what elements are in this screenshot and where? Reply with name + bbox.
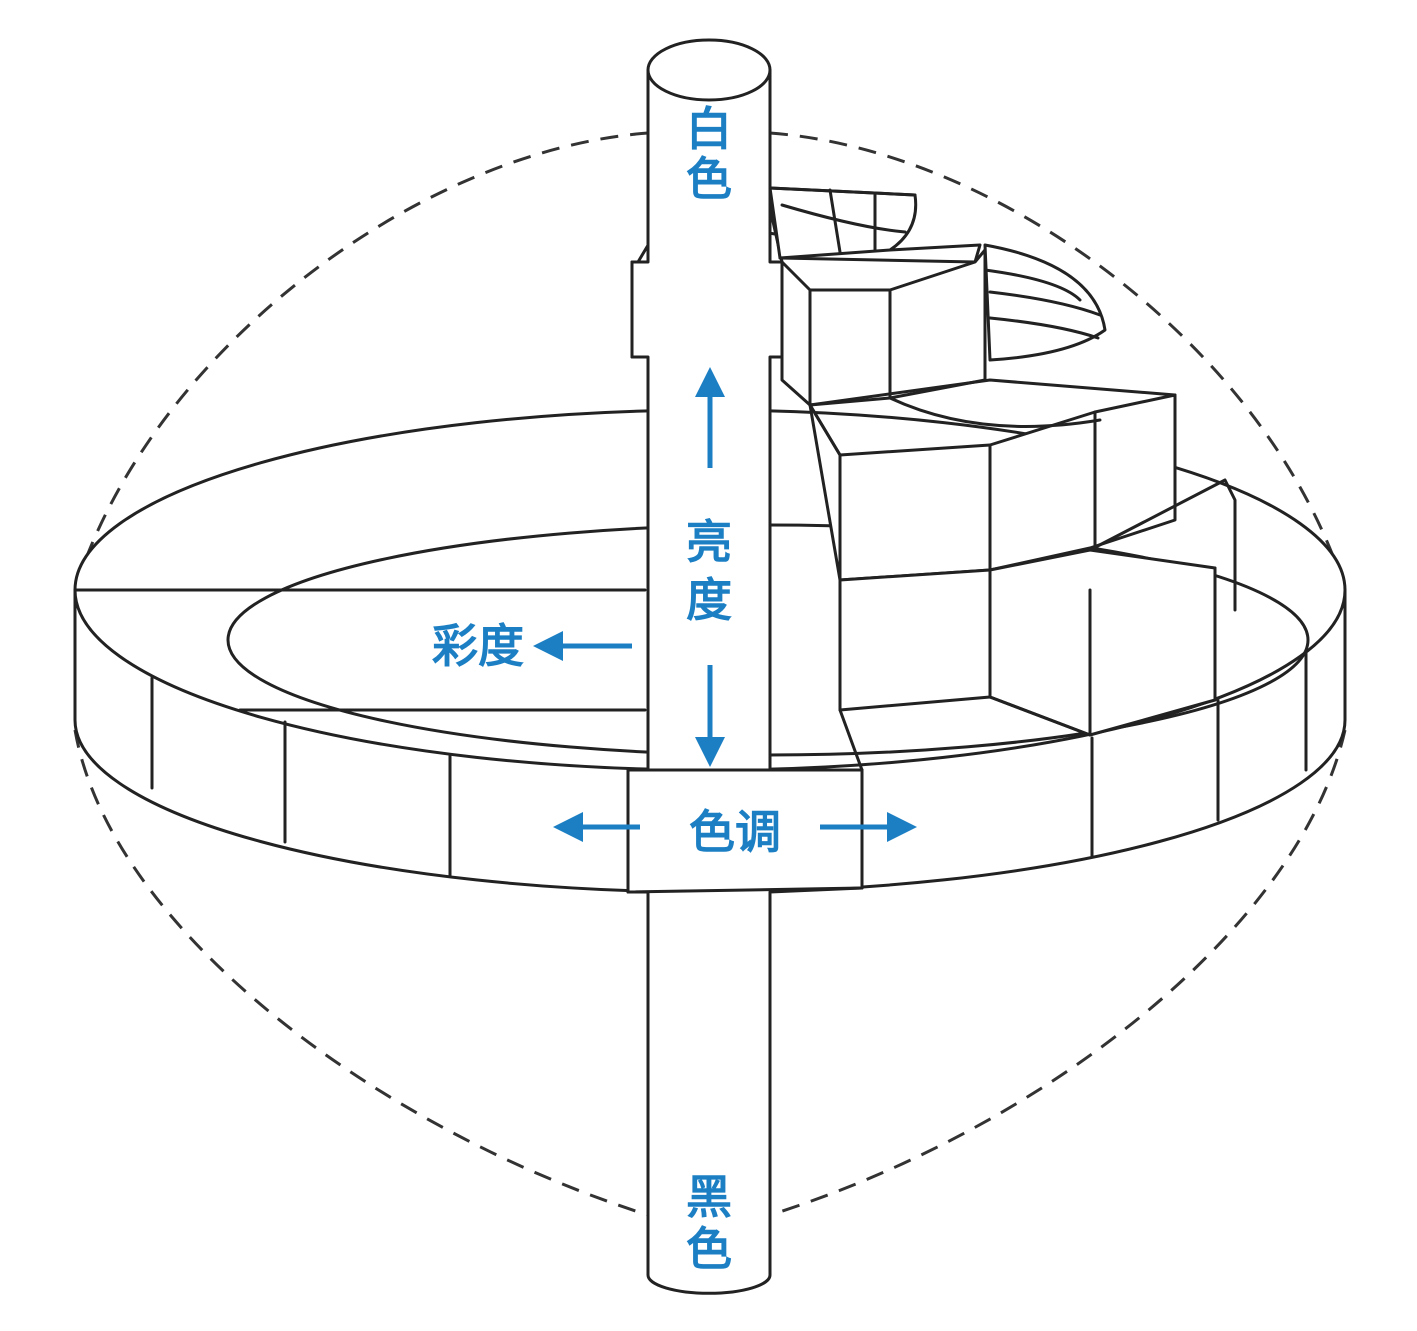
white-label: 白色 <box>686 102 732 206</box>
label-black: 黑色 <box>686 1170 732 1276</box>
color-solid-outline <box>73 131 1347 1217</box>
chroma-label: 彩度 <box>432 619 524 673</box>
label-white: 白色 <box>686 102 732 206</box>
lightness-axis <box>626 38 864 1295</box>
lightness-label: 亮度 <box>686 515 732 627</box>
ring-segment-dividers <box>150 650 1308 894</box>
black-label: 黑色 <box>686 1170 732 1276</box>
hue-label: 色调 <box>689 805 781 859</box>
label-lightness: 亮度 <box>686 515 732 627</box>
